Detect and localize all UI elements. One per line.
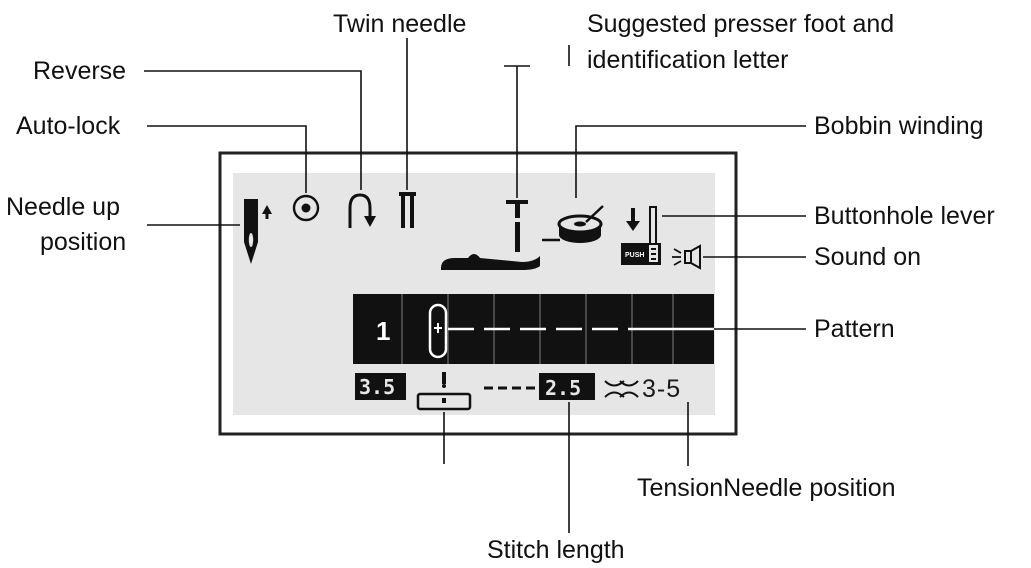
leader-auto-lock — [147, 125, 307, 193]
push-text: PUSH — [625, 252, 644, 259]
stitch-length-value: 2.5 — [539, 373, 595, 400]
needle-position-icon — [416, 372, 472, 411]
label-needle-up-line1: Needle up — [6, 193, 120, 221]
label-stitch-length: Stitch length — [487, 536, 625, 564]
label-sound-on: Sound on — [814, 243, 921, 271]
stitch-width-value: 3.5 — [355, 373, 406, 400]
pattern-number: 1 — [376, 316, 390, 346]
sound-on-icon — [672, 244, 701, 270]
tension-icon — [604, 380, 639, 398]
label-tension-needle-position: TensionNeedle position — [637, 474, 896, 502]
leader-bobbin — [575, 125, 806, 198]
reverse-icon — [348, 193, 376, 228]
label-pattern: Pattern — [814, 315, 895, 343]
buttonhole-lever-icon: PUSH — [621, 206, 661, 265]
tension-value: 3-5 — [642, 375, 681, 403]
stitch-width-text: 3.5 — [359, 375, 395, 399]
leader-reverse — [144, 70, 362, 190]
label-twin-needle: Twin needle — [333, 10, 466, 38]
twin-needle-icon — [399, 192, 416, 228]
label-needle-up-line2: position — [40, 228, 126, 256]
leader-presser-foot — [516, 45, 570, 198]
label-buttonhole-lever: Buttonhole lever — [814, 202, 995, 230]
presser-foot-icon — [441, 200, 540, 270]
pattern-cursor — [428, 303, 448, 359]
stitch-length-text: 2.5 — [545, 376, 581, 400]
label-bobbin-winding: Bobbin winding — [814, 112, 984, 140]
auto-lock-icon — [292, 194, 320, 222]
pattern-display: 1 — [353, 294, 714, 364]
label-reverse: Reverse — [33, 57, 126, 85]
label-auto-lock: Auto-lock — [16, 112, 121, 140]
label-presser-foot-line2: identification letter — [587, 46, 789, 74]
label-presser-foot-line1: Suggested presser foot and — [587, 10, 894, 38]
needle-up-icon — [244, 199, 272, 264]
bobbin-winding-icon — [542, 205, 604, 243]
